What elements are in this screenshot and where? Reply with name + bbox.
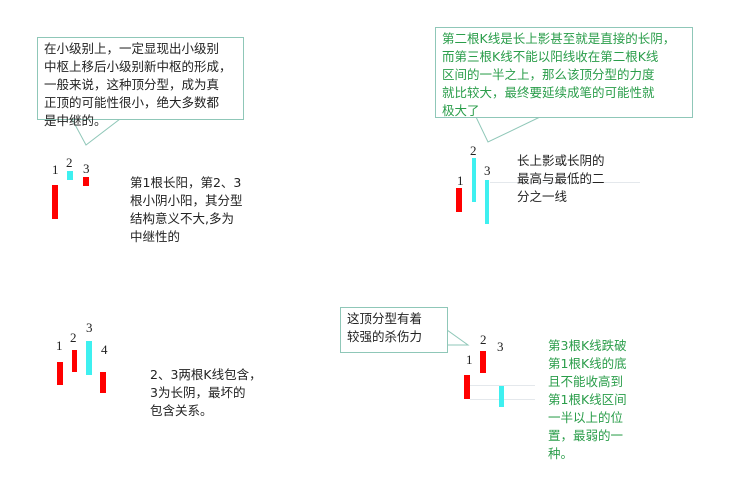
candle-2 — [67, 171, 73, 180]
candle-3 — [485, 180, 489, 224]
candle-label: 3 — [484, 163, 491, 178]
candle-label: 1 — [466, 352, 473, 367]
candle-label: 2 — [470, 143, 477, 158]
candle-label: 4 — [101, 342, 108, 357]
callout-panel4: 这顶分型有着 较强的杀伤力 — [340, 307, 448, 353]
candle-3 — [86, 341, 92, 375]
candle-1 — [456, 188, 462, 212]
candle-label: 3 — [83, 161, 90, 176]
candle-1 — [52, 185, 58, 219]
candle-3 — [83, 177, 89, 186]
description-panel3: 2、3两根K线包含， 3为长阴，最坏的 包含关系。 — [150, 367, 262, 418]
candle-label: 1 — [457, 173, 464, 188]
callout-panel1: 在小级别上，一定显现出小级别 中枢上移后小级别新中枢的形成， 一般来说，这种顶分… — [37, 37, 244, 128]
candle-label: 3 — [497, 339, 504, 354]
candle-label: 1 — [52, 162, 59, 177]
candle-2 — [72, 350, 77, 372]
candle-label: 3 — [86, 320, 93, 335]
candle-2 — [480, 351, 486, 373]
half-line — [490, 182, 640, 183]
candle-label: 1 — [56, 338, 63, 353]
description-panel4: 第3根K线跌破 第1根K线的底 且不能收高到 第1根K线区间 一半以上的位 置，… — [548, 338, 627, 461]
description-panel2: 长上影或长阴的 最高与最低的二 分之一线 — [517, 153, 605, 204]
candle-label: 2 — [480, 332, 487, 347]
candle-2 — [472, 158, 476, 202]
candle-1 — [57, 362, 63, 385]
candle-label: 2 — [66, 155, 73, 170]
callout-panel2: 第二根K线是长上影甚至就是直接的长阴， 而第三根K线不能以阳线收在第二根K线 区… — [435, 27, 693, 118]
candle-1 — [464, 375, 470, 399]
candle-3 — [499, 386, 504, 407]
candle-label: 2 — [70, 330, 77, 345]
candle-4 — [100, 372, 106, 393]
mid-line — [470, 385, 535, 386]
description-panel1: 第1根长阳，第2、3 根小阴小阳，其分型 结构意义不大,多为 中继性的 — [130, 175, 243, 244]
